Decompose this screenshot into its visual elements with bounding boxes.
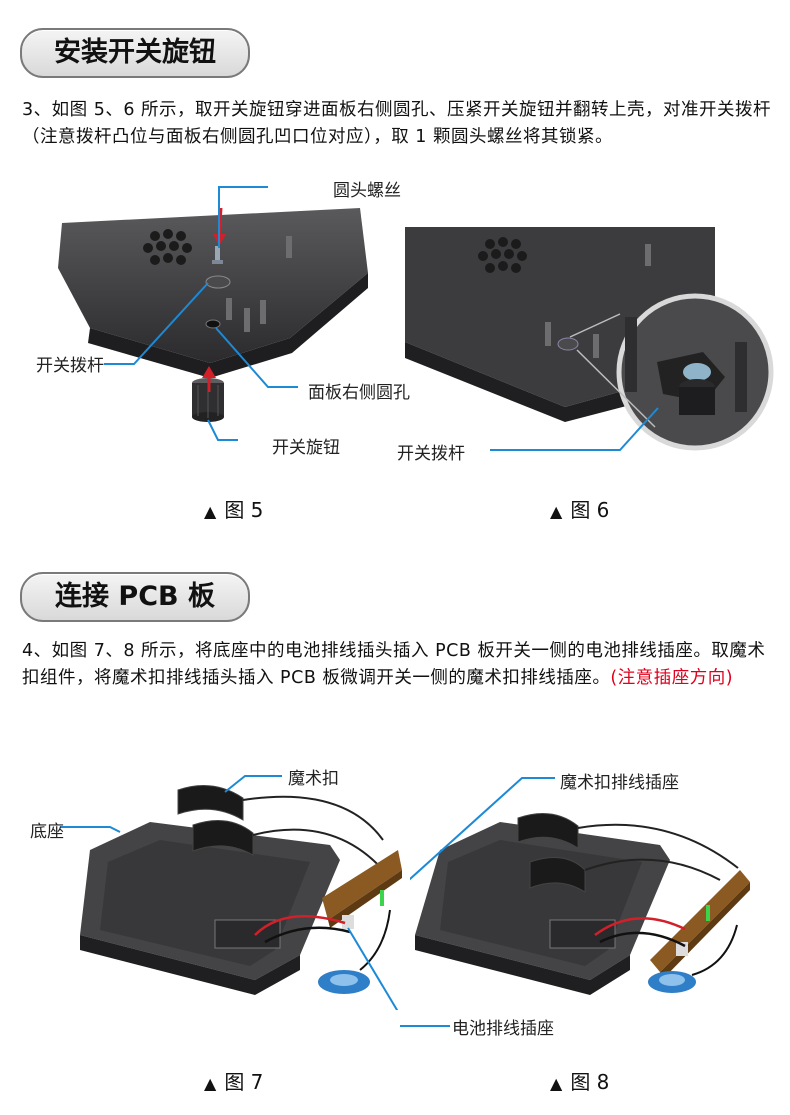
callout-velcro: 魔术扣 (288, 764, 339, 789)
callout-switch-lever-fig5: 开关拨杆 (36, 351, 104, 376)
panel-hole (206, 320, 220, 328)
figure-8-illustration (410, 770, 780, 1010)
callout-velcro-socket: 魔术扣排线插座 (560, 768, 679, 793)
callout-battery-socket: 电池排线插座 (452, 1014, 554, 1039)
instruction-step-3: 3、如图 5、6 所示，取开关旋钮穿进面板右侧圆孔、压紧开关旋钮并翻转上壳，对准… (22, 97, 772, 151)
figure-6-caption: ▲ 图 6 (550, 494, 609, 523)
section-title-connect-pcb: 连接 PCB 板 (20, 572, 250, 622)
screw (215, 246, 220, 262)
figure-8-label: 图 8 (570, 1070, 609, 1094)
figure-6-label: 图 6 (570, 498, 609, 522)
callout-switch-knob: 开关旋钮 (272, 433, 340, 458)
section-title-install-knob: 安装开关旋钮 (20, 28, 250, 78)
lever (558, 338, 578, 350)
figure-5-label: 图 5 (224, 498, 263, 522)
callout-panel-right-hole: 面板右侧圆孔 (308, 378, 410, 403)
figure-6-callout-line (480, 400, 660, 460)
figure-8-caption: ▲ 图 8 (550, 1066, 609, 1095)
figure-7-caption: ▲ 图 7 (204, 1066, 263, 1095)
socket-direction-note: (注意插座方向) (610, 668, 733, 688)
callout-base: 底座 (30, 817, 64, 842)
speaker-disk (318, 970, 370, 994)
triangle-marker-icon: ▲ (204, 1074, 216, 1093)
lever (206, 276, 230, 288)
figure-5-illustration (30, 178, 375, 468)
figure-7-illustration (60, 770, 405, 1010)
instruction-step-4: 4、如图 7、8 所示，将底座中的电池排线插头插入 PCB 板开关一侧的电池排线… (22, 638, 772, 692)
callout-round-head-screw: 圆头螺丝 (333, 176, 401, 201)
callout-switch-lever-fig6: 开关拨杆 (397, 439, 465, 464)
battery-socket-callout-line (398, 1016, 458, 1036)
triangle-marker-icon: ▲ (550, 1074, 562, 1093)
figure-7-label: 图 7 (224, 1070, 263, 1094)
figure-5-caption: ▲ 图 5 (204, 494, 263, 523)
triangle-marker-icon: ▲ (204, 502, 216, 521)
triangle-marker-icon: ▲ (550, 502, 562, 521)
speaker-disk (648, 971, 696, 993)
